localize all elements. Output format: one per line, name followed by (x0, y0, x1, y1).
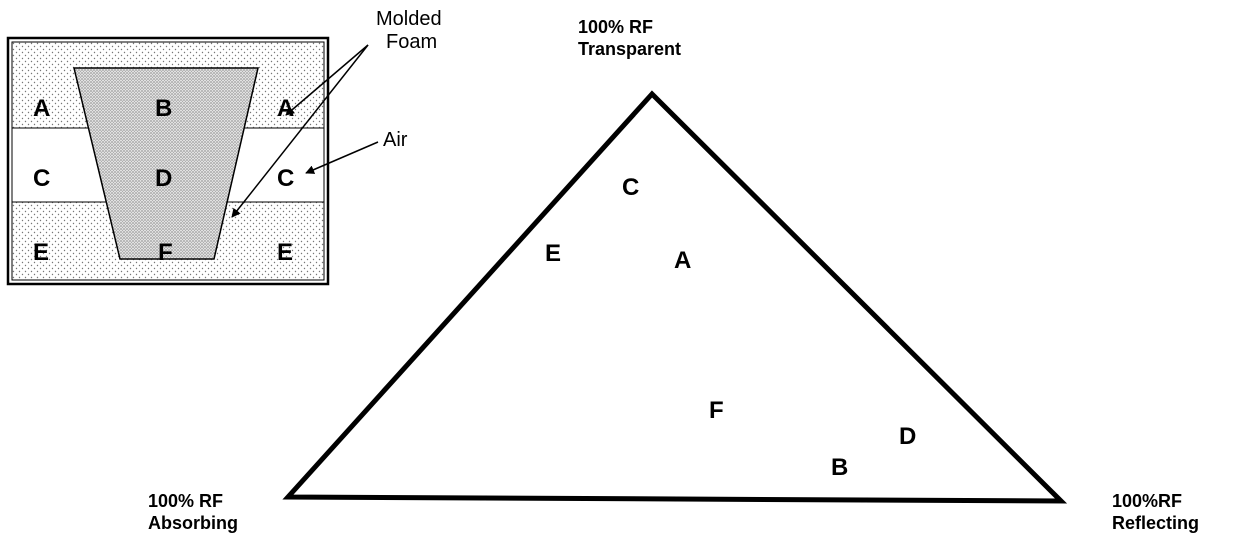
triangle-marker-f: F (709, 397, 724, 424)
molded-foam-arrow-a (285, 44, 369, 116)
molded-foam-arrow-trapezoid (231, 44, 369, 218)
vertex-top-line1: 100% RF (578, 17, 654, 37)
air-arrow (305, 141, 379, 174)
region-c-right: C (277, 165, 295, 192)
vertex-right-line1: 100%RF (1112, 491, 1183, 511)
vertex-left-line2: Absorbing (148, 513, 238, 533)
triangle-marker-a: A (674, 247, 692, 274)
molded-foam-trapezoid (73, 67, 259, 260)
vertex-label-absorbing: 100% RF Absorbing (148, 490, 238, 534)
region-a-left: A (33, 95, 51, 122)
vertex-label-transparent: 100% RF Transparent (578, 16, 681, 60)
region-d: D (155, 165, 173, 192)
triangle-marker-b: B (831, 454, 849, 481)
molded-foam-label-line1: Molded (376, 8, 442, 30)
rf-triangle (282, 90, 1068, 504)
region-e-left: E (33, 239, 50, 266)
region-f: F (158, 239, 173, 266)
region-a-right: A (277, 95, 295, 122)
triangle-marker-c: C (622, 174, 640, 201)
region-b: B (155, 95, 173, 122)
vertex-right-line2: Reflecting (1112, 513, 1200, 533)
vertex-top-line2: Transparent (578, 39, 682, 59)
cross-section (6, 36, 379, 286)
vertex-left-line1: 100% RF (148, 491, 224, 511)
air-label: Air (383, 129, 408, 151)
triangle-marker-e: E (545, 240, 562, 267)
region-c-left: C (33, 165, 51, 192)
triangle-marker-d: D (899, 423, 917, 450)
region-e-right: E (277, 239, 294, 266)
molded-foam-label: Molded Foam (376, 8, 442, 54)
vertex-label-reflecting: 100%RF Reflecting (1112, 490, 1199, 534)
molded-foam-label-line2: Foam (386, 31, 438, 53)
